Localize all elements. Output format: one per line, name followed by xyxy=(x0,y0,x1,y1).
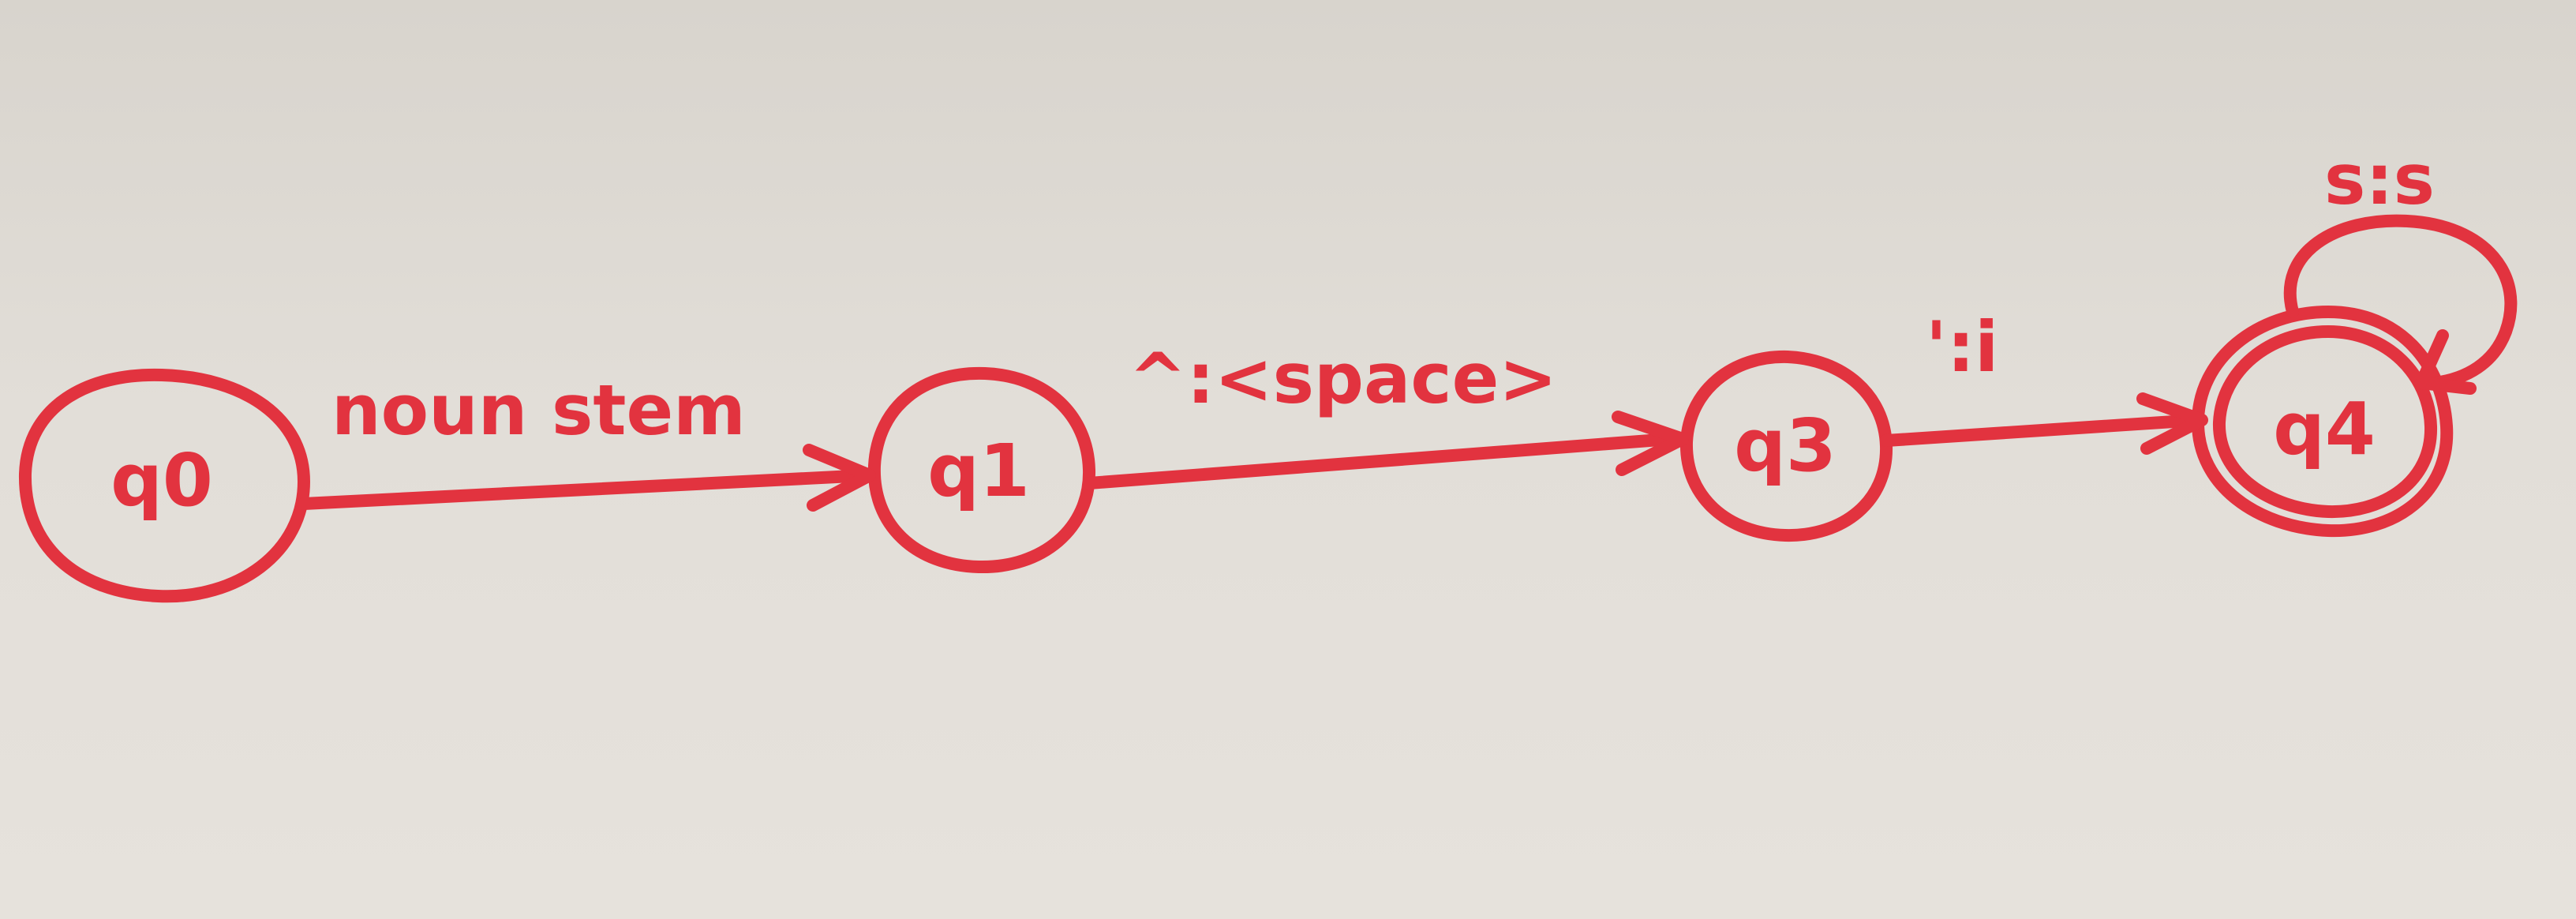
state-q4-inner-circle xyxy=(2212,325,2438,519)
transition-q3-q4-arrowhead xyxy=(2136,392,2208,455)
transition-q4-self-loop: s:s xyxy=(2283,139,2518,395)
transition-q4-self-loop-curve xyxy=(2283,214,2518,389)
state-q0: q0 xyxy=(18,368,310,603)
transition-q1-q3-arrowhead xyxy=(1612,411,1689,476)
transition-q1-q3: ^:<space> xyxy=(1083,338,1689,490)
state-q3: q3 xyxy=(1679,350,1893,542)
transition-q0-q1-arrowhead xyxy=(803,444,876,512)
state-q0-label: q0 xyxy=(110,438,213,523)
transition-q0-q1: noun stem xyxy=(298,369,876,512)
state-q0-circle xyxy=(18,368,310,603)
state-q1: q1 xyxy=(867,366,1096,574)
transition-q4-self-loop-label: s:s xyxy=(2324,139,2435,220)
state-q4-label: q4 xyxy=(2273,387,2376,471)
transition-q1-q3-line xyxy=(1083,432,1687,490)
transition-q0-q1-line xyxy=(298,469,874,510)
transition-q3-q4-label: ':i xyxy=(1926,306,1998,388)
state-q1-circle xyxy=(867,366,1096,574)
transition-q3-q4-line xyxy=(1880,414,2204,447)
transition-q3-q4: ':i xyxy=(1880,306,2208,455)
transition-q4-self-loop-arrowhead xyxy=(2415,329,2477,395)
state-q4: q4 xyxy=(2192,306,2454,538)
transition-q0-q1-label: noun stem xyxy=(331,369,746,451)
transition-q1-q3-label: ^:<space> xyxy=(1129,338,1557,419)
state-q3-label: q3 xyxy=(1734,403,1837,488)
state-q1-label: q1 xyxy=(927,429,1030,513)
